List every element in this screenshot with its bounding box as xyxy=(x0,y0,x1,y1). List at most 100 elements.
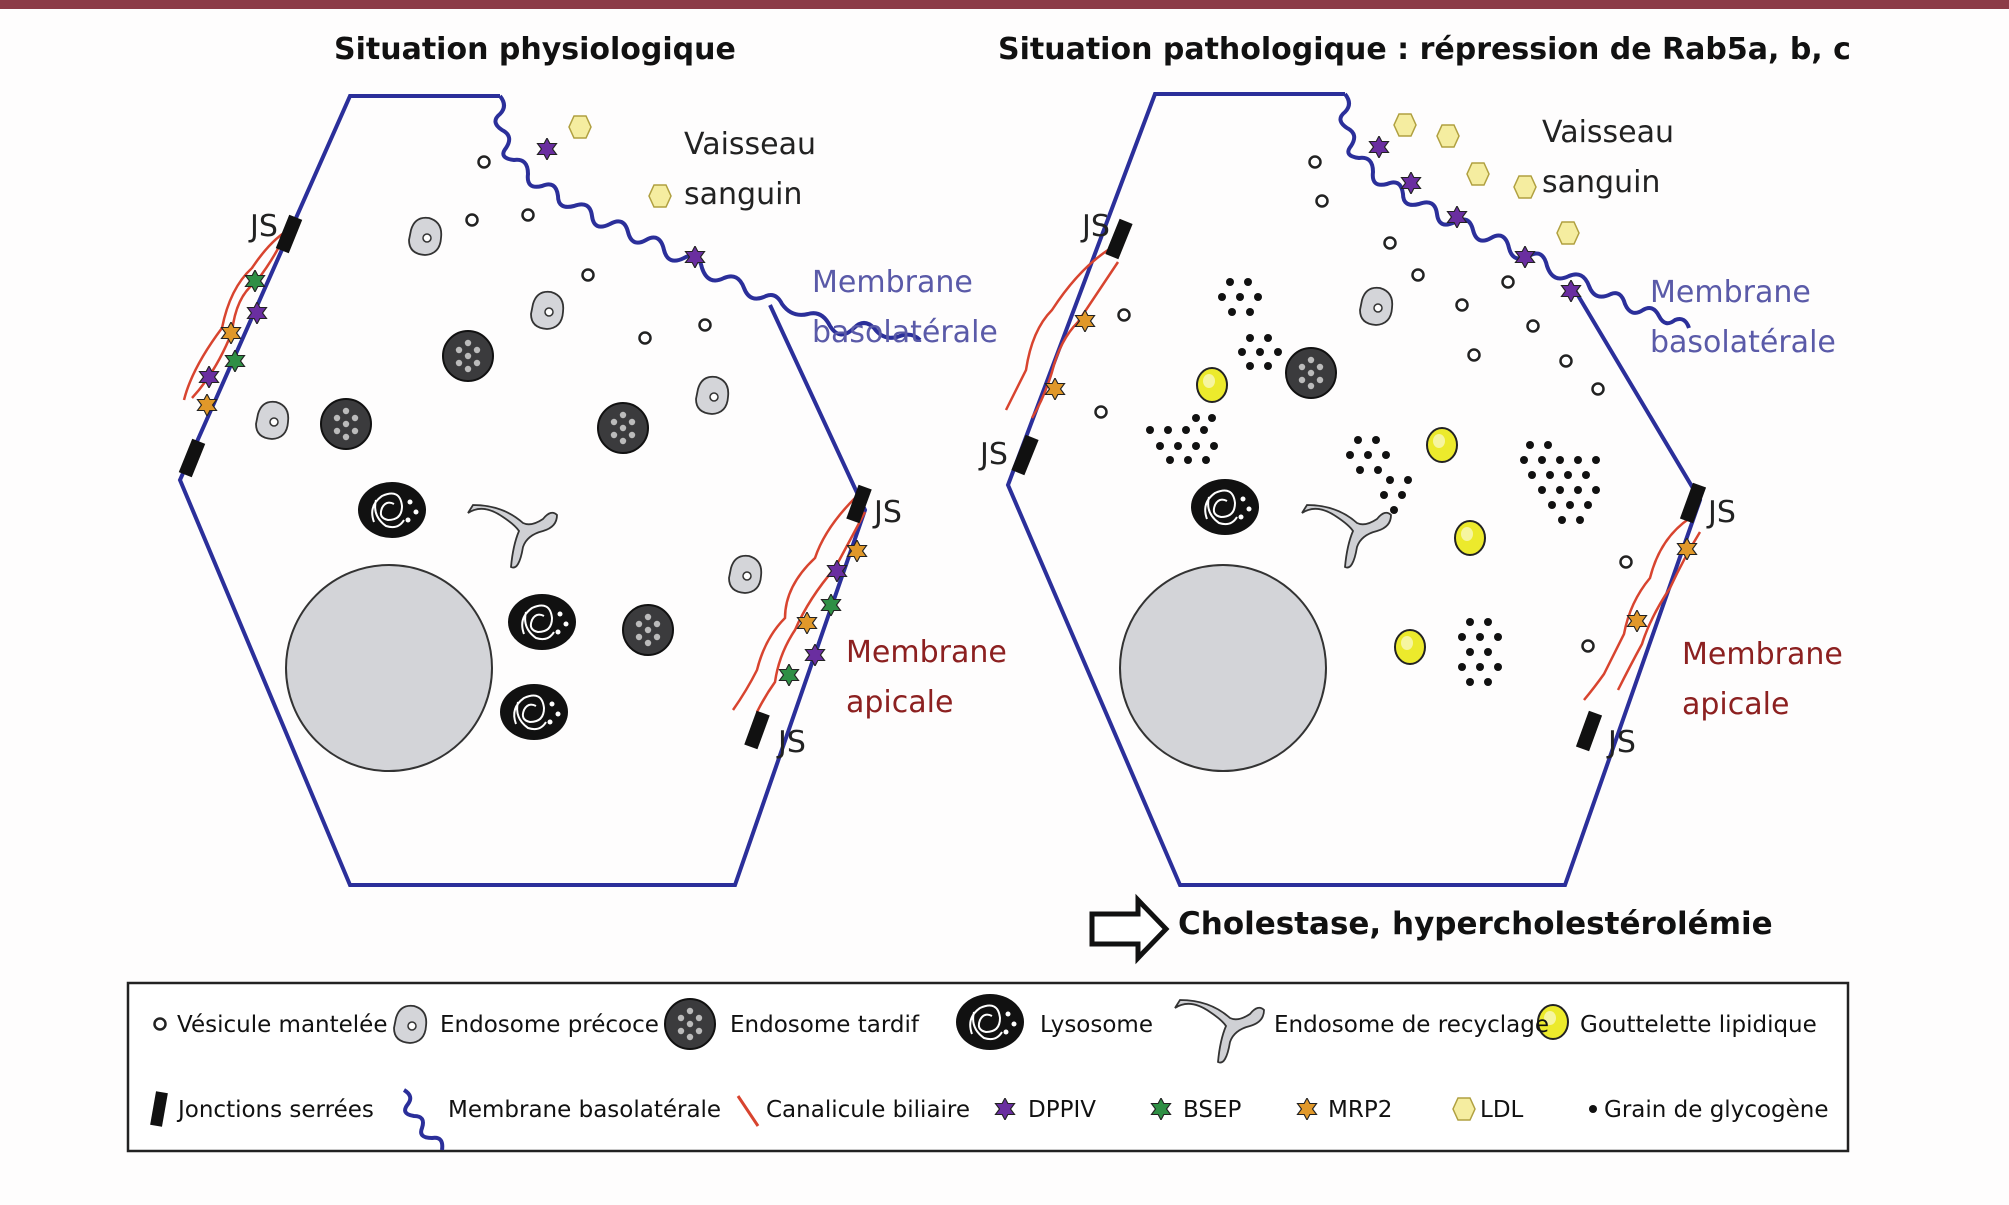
title-pathological: Situation pathologique : répression de R… xyxy=(998,32,1851,67)
tight-junction-left-3 xyxy=(846,484,872,524)
bile-canaliculus-left-lower xyxy=(731,497,867,713)
coated-vesicle xyxy=(1619,555,1633,569)
coated-vesicle xyxy=(1094,405,1108,419)
tight-junction-right-3 xyxy=(1679,482,1707,524)
coated-vesicle xyxy=(1308,155,1322,169)
dppiv-marker xyxy=(536,138,558,160)
glycogen-grain xyxy=(1364,451,1372,459)
result-arrow-icon xyxy=(1089,893,1170,965)
label-apicale-left: apicale xyxy=(846,685,953,720)
label-js: JS xyxy=(872,495,902,530)
coated-vesicle xyxy=(1501,275,1515,289)
ldl-particle xyxy=(1556,221,1580,245)
tight-junction-left-2 xyxy=(178,438,206,478)
label-js: JS xyxy=(978,437,1008,472)
label-membrane-api-left: Membrane xyxy=(846,635,1007,670)
legend-label: Membrane basolatérale xyxy=(448,1097,721,1123)
lysosome xyxy=(1190,478,1260,536)
top-rule xyxy=(0,0,2009,9)
legend-label: MRP2 xyxy=(1328,1097,1392,1123)
label-vaisseau-left: Vaisseau xyxy=(684,127,816,162)
glycogen-grain xyxy=(1466,648,1474,656)
glycogen-grain xyxy=(1246,362,1254,370)
glycogen-grain xyxy=(1264,334,1272,342)
tight-junction-right-1 xyxy=(1105,218,1133,260)
glycogen-grain xyxy=(1546,471,1554,479)
label-js: JS xyxy=(776,725,806,760)
title-physiological: Situation physiologique xyxy=(334,32,736,67)
glycogen-grain xyxy=(1574,456,1582,464)
glycogen-grain xyxy=(1256,348,1264,356)
coated-vesicle xyxy=(1581,639,1595,653)
label-apicale-right: apicale xyxy=(1682,687,1789,722)
tight-junction-right-2 xyxy=(1011,434,1039,476)
recycling-endosome xyxy=(467,504,558,569)
glycogen-grain xyxy=(1484,648,1492,656)
glycogen-grain xyxy=(1382,451,1390,459)
lipid-droplet xyxy=(1196,367,1228,403)
glycogen-grain xyxy=(1494,663,1502,671)
lysosome-icon xyxy=(955,993,1025,1051)
glycogen-grain xyxy=(1544,441,1552,449)
glycogen-grain xyxy=(1558,516,1566,524)
early-endosome xyxy=(408,216,443,256)
glycogen-grain xyxy=(1404,476,1412,484)
glycogen-grain xyxy=(1164,426,1172,434)
glycogen-grain xyxy=(1354,436,1362,444)
glycogen-grain xyxy=(1254,293,1262,301)
glycogen-grain xyxy=(1484,678,1492,686)
label-js: JS xyxy=(248,209,278,244)
legend-label: Endosome précoce xyxy=(440,1012,659,1038)
tight-junction-icon xyxy=(150,1091,168,1127)
glycogen-grain xyxy=(1208,414,1216,422)
late-endosome xyxy=(597,402,649,454)
lipid-droplet xyxy=(1426,427,1458,463)
coated-vesicle xyxy=(1411,268,1425,282)
cell-pathological xyxy=(1004,92,1707,887)
legend-label: Endosome de recyclage xyxy=(1274,1012,1549,1038)
bile-canaliculus-right-upper xyxy=(1004,248,1120,419)
glycogen-grain xyxy=(1238,348,1246,356)
glycogen-grain xyxy=(1592,486,1600,494)
glycogen-grain xyxy=(1356,466,1364,474)
glycogen-grain xyxy=(1466,678,1474,686)
glycogen-grain xyxy=(1556,456,1564,464)
glycogen-grain xyxy=(1564,471,1572,479)
lysosome xyxy=(357,481,427,539)
glycogen-grain xyxy=(1458,663,1466,671)
ldl-particle xyxy=(1513,175,1537,199)
glycogen-grain xyxy=(1192,442,1200,450)
glycogen-grain xyxy=(1146,426,1154,434)
glycogen-grain xyxy=(1380,491,1388,499)
glycogen-grain xyxy=(1458,633,1466,641)
legend-label: Jonctions serrées xyxy=(176,1097,374,1123)
nucleus-left xyxy=(285,564,493,772)
ldl-particle xyxy=(1466,162,1490,186)
late-endosome xyxy=(1285,347,1337,399)
label-vaisseau-right: Vaisseau xyxy=(1542,115,1674,150)
glycogen-grain-icon xyxy=(1589,1105,1597,1113)
cell-physiological xyxy=(177,94,922,887)
coated-vesicle xyxy=(1526,319,1540,333)
ldl-particle xyxy=(1393,113,1417,137)
legend-label: Canalicule biliaire xyxy=(766,1097,970,1123)
glycogen-grain xyxy=(1246,308,1254,316)
glycogen-grain xyxy=(1274,348,1282,356)
lipid-droplet xyxy=(1454,520,1486,556)
late-endosome-icon xyxy=(664,998,716,1050)
label-basolaterale-right: basolatérale xyxy=(1650,325,1836,360)
ldl-icon xyxy=(1452,1097,1476,1121)
legend: Vésicule mantelée Endosome précoce Endos… xyxy=(126,981,1850,1153)
legend-label: Endosome tardif xyxy=(730,1012,920,1038)
glycogen-grain xyxy=(1538,456,1546,464)
coated-vesicle xyxy=(638,331,652,345)
label-js: JS xyxy=(1706,495,1736,530)
glycogen-grain xyxy=(1372,436,1380,444)
glycogen-grain xyxy=(1476,663,1484,671)
legend-label: BSEP xyxy=(1183,1097,1242,1123)
result-label: Cholestase, hypercholestérolémie xyxy=(1178,906,1773,942)
legend-label: DPPIV xyxy=(1028,1097,1096,1123)
legend-label: LDL xyxy=(1480,1097,1524,1123)
basolateral-membrane-right xyxy=(1338,92,1691,329)
glycogen-grain xyxy=(1574,486,1582,494)
